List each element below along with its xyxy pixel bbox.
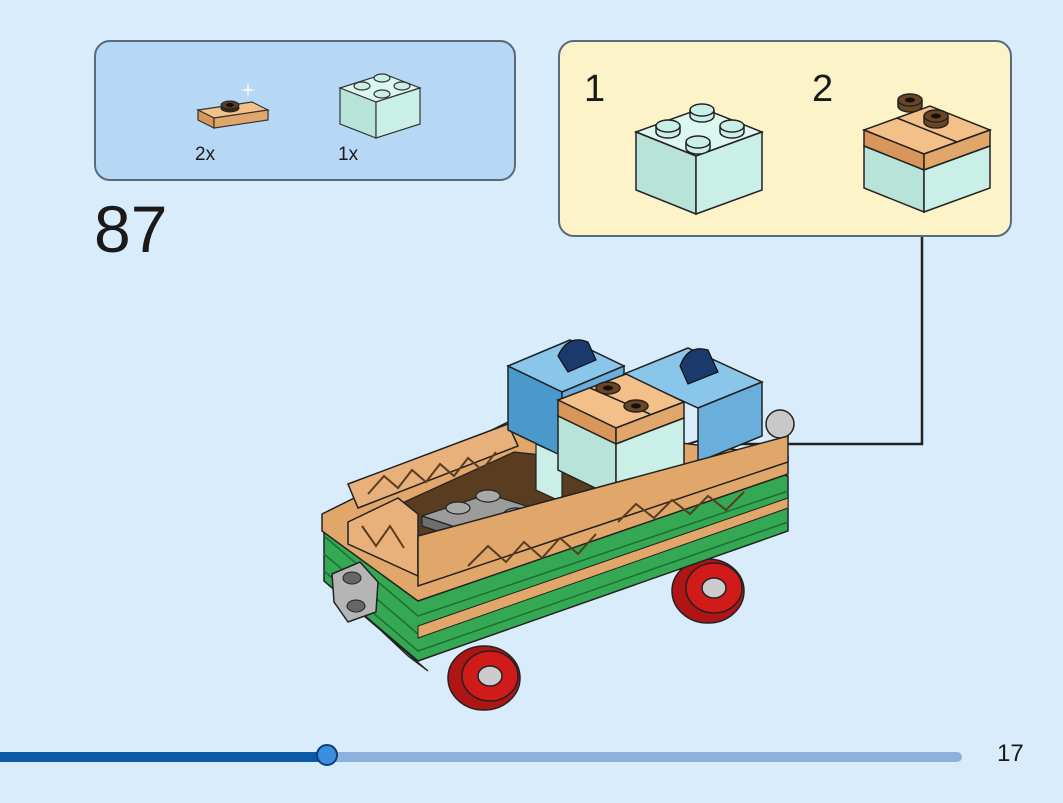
progress-handle [316,744,338,766]
wheel-rear [671,558,745,624]
part-quantity: 1x [338,144,359,165]
sub-assembly-box: 1 2 [558,40,1012,237]
blue-brick-right [622,347,764,464]
sub-step-number: 2 [812,68,834,110]
coupling-hook [331,561,379,623]
page-number: 17 [997,740,1024,767]
part-plate-1x2-icon [196,100,270,129]
progress-fill [0,752,327,762]
new-part-sparkle-icon [240,82,256,98]
wheel-front [447,645,521,711]
part-quantity: 2x [195,144,216,165]
sub-step-1-brick-icon [633,103,765,216]
progress-bar [0,744,962,766]
progress-track [0,752,962,762]
sub-step-number: 1 [584,68,606,110]
train-wagon-model [321,339,795,711]
sub-step-2-brick-icon [861,93,993,214]
step-number: 87 [94,192,168,266]
parts-list-box: 2x 1x [94,40,516,181]
part-brick-2x2-icon [338,73,422,139]
